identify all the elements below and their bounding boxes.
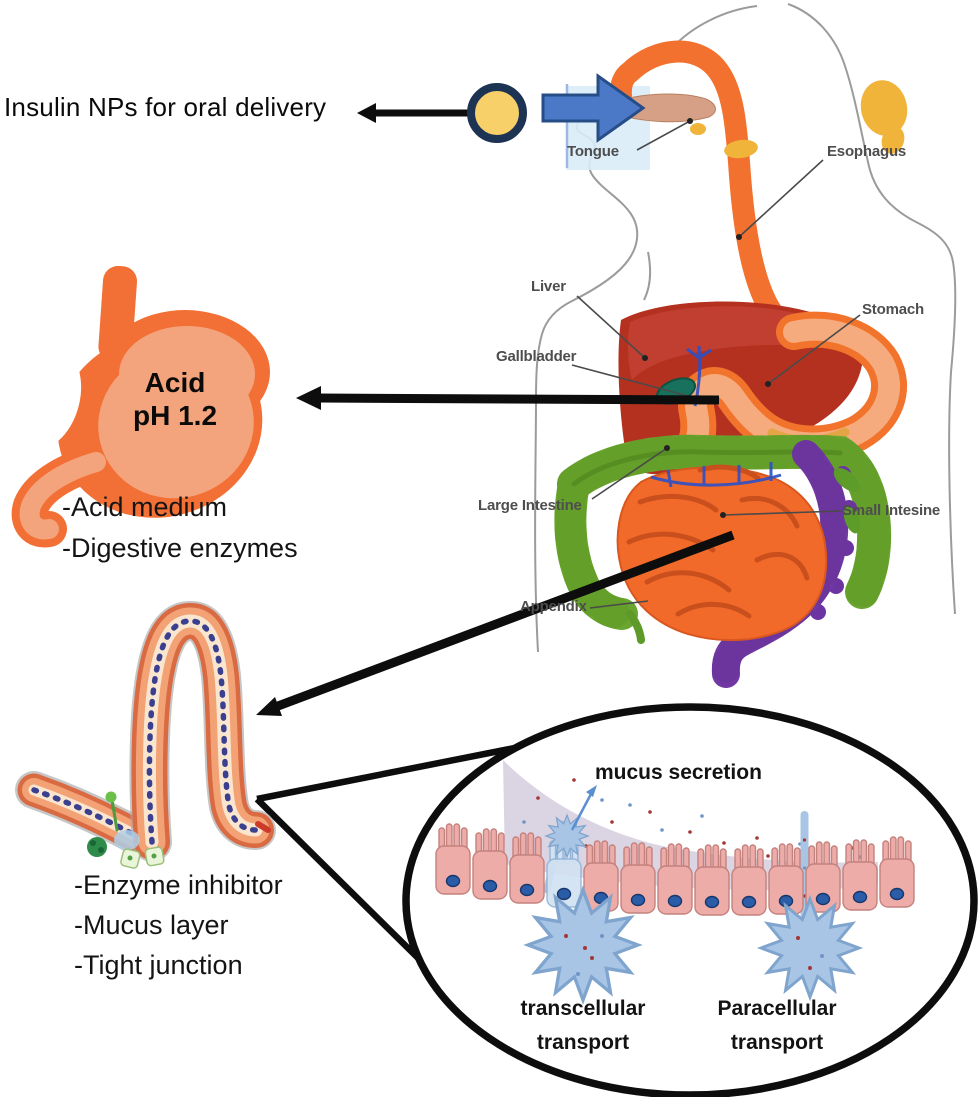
acid-line2: pH 1.2 (132, 400, 218, 431)
transcellular-line1: transcellular (520, 997, 646, 1020)
transcellular-line2: transport (536, 1031, 630, 1054)
label-esophagus: Esophagus (827, 143, 907, 160)
block-arrow-right-icon (541, 73, 646, 143)
arrow-stomach-to-acid-panel (296, 386, 720, 410)
label-liver: Liver (531, 278, 566, 295)
barrier-bullet-2: -Mucus layer (74, 910, 229, 940)
paracellular-np-starburst (759, 897, 861, 999)
salivary-glands (690, 80, 908, 159)
label-stomach: Stomach (862, 301, 924, 318)
transcellular-np-starburst (526, 888, 640, 1002)
label-gallbladder: Gallbladder (496, 348, 577, 365)
barrier-bullet-1: -Enzyme inhibitor (74, 870, 283, 900)
label-tongue: Tongue (567, 143, 619, 160)
small-intestine-shape (616, 464, 828, 642)
transcellular-label: transcellular transport (488, 992, 678, 1060)
villus-illustration (15, 601, 276, 869)
arrow-intestine-to-villus (256, 530, 735, 716)
mucus-secretion-label: mucus secretion (595, 761, 762, 784)
paracellular-line2: transport (730, 1031, 824, 1054)
paracellular-line1: Paracellular (717, 997, 837, 1020)
esophagus-shape (609, 40, 807, 345)
mucus-secretion-arrow (570, 785, 597, 831)
inset-content (435, 760, 915, 1002)
appendix-shape (626, 610, 645, 644)
stomach-bullet-list: -Acid medium -Digestive enzymes (62, 492, 298, 574)
barrier-bullet-3: -Tight junction (74, 950, 243, 980)
insulin-np-title: Insulin NPs for oral delivery (4, 92, 327, 122)
acid-line1: Acid (144, 367, 206, 398)
label-appendix: Appendix (520, 598, 587, 615)
goblet-and-microbe-cells (87, 791, 165, 869)
colon-shape (554, 434, 892, 644)
acid-ph-text: Acid pH 1.2 (95, 366, 255, 432)
stomach-bullet-1: -Acid medium (62, 492, 228, 522)
stomach-bullet-2: -Digestive enzymes (62, 533, 298, 563)
anatomy-label-lines (571, 118, 861, 609)
paracellular-label: Paracellular transport (682, 992, 872, 1060)
acid-stomach-illustration (0, 265, 270, 548)
nanoparticle-icon (467, 83, 527, 143)
label-large-intestine: Large Intestine (478, 497, 582, 514)
label-small-intestine: Small Intesine (842, 502, 941, 519)
arrow-to-insulin-label (357, 103, 468, 123)
barrier-bullet-list: -Enzyme inhibitor -Mucus layer -Tight ju… (74, 870, 283, 990)
